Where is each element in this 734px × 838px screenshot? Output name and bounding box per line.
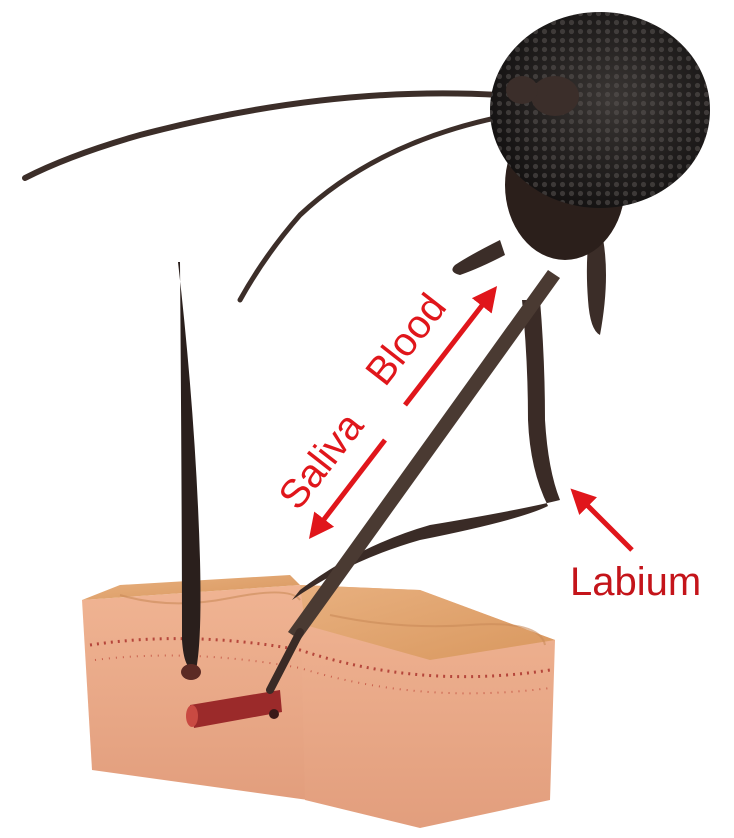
labium-arrow (574, 492, 632, 550)
saliva-label: Saliva (270, 404, 372, 518)
antenna-right (240, 115, 510, 300)
mosquito-head (490, 12, 710, 260)
blood-label: Blood (357, 286, 455, 394)
palp (452, 240, 505, 275)
labium-label: Labium (570, 560, 701, 604)
